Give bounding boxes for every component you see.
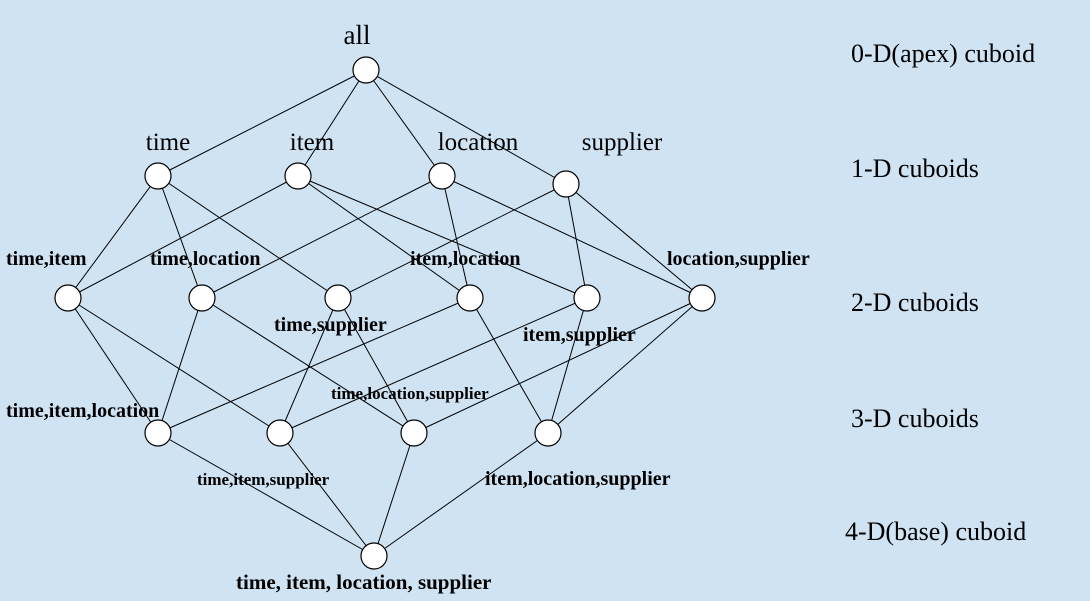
edge-il-ils [469, 297, 549, 434]
edge-i-il [297, 175, 471, 299]
edge-ls-ils [547, 297, 703, 434]
edge-is-ils [547, 297, 588, 434]
level-2d-label: 2-D cuboids [851, 288, 979, 317]
level-1d-label: 1-D cuboids [851, 154, 979, 183]
node-il [456, 284, 484, 312]
label-location-supplier: location,supplier [667, 248, 810, 270]
node-l [428, 162, 456, 190]
node-ti [54, 284, 82, 312]
edge-i-is [297, 175, 588, 299]
label-time-item: time,item [6, 248, 87, 270]
node-s [552, 170, 580, 198]
edge-s-ts [337, 183, 567, 299]
level-4d-label: 4-D(base) cuboid [845, 517, 1026, 546]
edge-t-tl [157, 175, 203, 299]
edge-t-ti [67, 175, 159, 299]
node-t [144, 162, 172, 190]
level-0d-label: 0-D(apex) cuboid [851, 39, 1035, 68]
edge-all-l [365, 69, 443, 177]
edge-t-ts [157, 175, 339, 299]
label-time-supplier: time,supplier [274, 314, 387, 336]
edge-is-tis [279, 297, 588, 434]
node-is [573, 284, 601, 312]
node-tl [188, 284, 216, 312]
node-ils [534, 419, 562, 447]
nodes-group [54, 56, 716, 570]
edge-til-tils [157, 432, 375, 557]
label-time-item-supplier: time,item,supplier [197, 470, 330, 489]
label-time-location: time,location [150, 248, 261, 270]
level-3d-label: 3-D cuboids [851, 404, 979, 433]
label-time-item-location: time,item,location [6, 400, 159, 422]
label-item: item [290, 129, 335, 156]
label-time-location-supplier: time,location,supplier [331, 384, 489, 403]
edge-tl-til [157, 297, 203, 434]
label-location: location [438, 129, 519, 156]
edge-ts-tls [337, 297, 415, 434]
edge-ti-tis [67, 297, 281, 434]
edge-ils-tils [373, 432, 549, 557]
node-ls [688, 284, 716, 312]
node-i [284, 162, 312, 190]
label-item-location-supplier: item,location,supplier [485, 468, 671, 490]
label-item-supplier: item,supplier [523, 324, 636, 346]
edge-tis-tils [279, 432, 375, 557]
node-tils [360, 542, 388, 570]
labels-group: all time item location supplier time,ite… [6, 20, 1035, 594]
edge-s-ls [565, 183, 703, 299]
edge-i-ti [67, 175, 299, 299]
edge-tls-tils [373, 432, 415, 557]
node-tis [266, 419, 294, 447]
label-time-item-location-supplier: time, item, location, supplier [236, 570, 491, 594]
edge-l-il [441, 175, 471, 299]
edges-group [67, 69, 703, 557]
node-ts [324, 284, 352, 312]
label-supplier: supplier [582, 129, 663, 156]
label-all: all [344, 20, 371, 50]
edge-ti-til [67, 297, 159, 434]
edge-ts-tis [279, 297, 339, 434]
edge-all-t [157, 69, 367, 177]
label-time: time [146, 129, 190, 156]
edge-s-is [565, 183, 588, 299]
edge-l-tl [201, 175, 443, 299]
edge-il-til [157, 297, 471, 434]
edge-all-i [297, 69, 367, 177]
node-tls [400, 419, 428, 447]
edge-ls-tls [413, 297, 703, 434]
node-all [352, 56, 380, 84]
label-item-location: item,location [410, 248, 521, 270]
edge-l-ls [441, 175, 703, 299]
node-til [144, 419, 172, 447]
edge-all-s [365, 69, 567, 185]
edge-tl-tls [201, 297, 415, 434]
